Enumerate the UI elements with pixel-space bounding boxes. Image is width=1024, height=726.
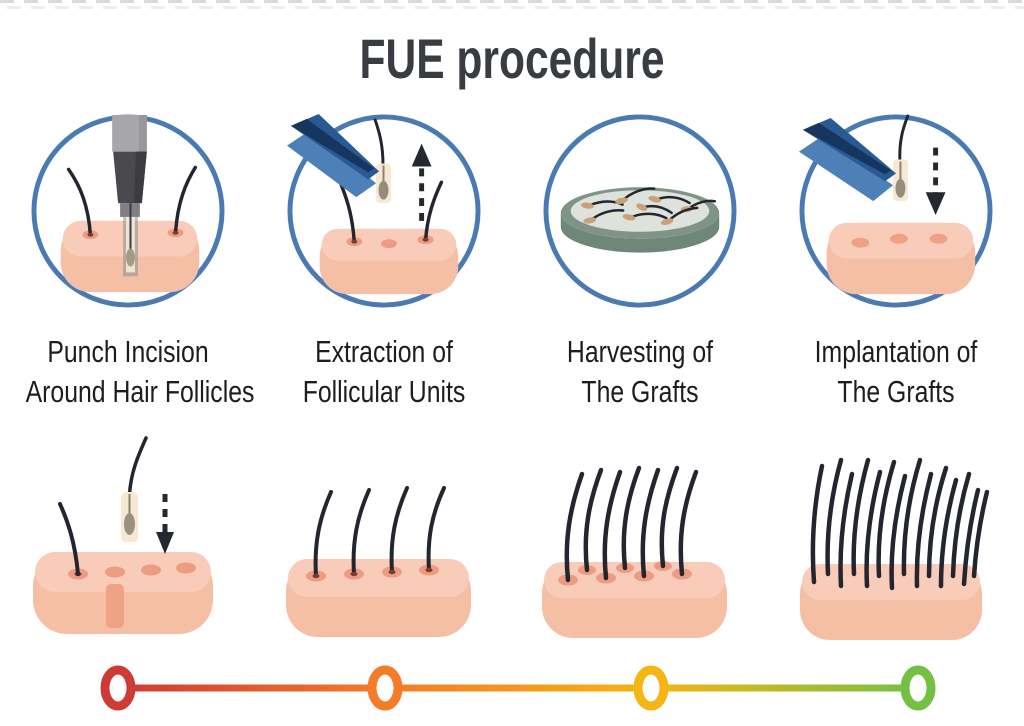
- growing-hairs: [313, 486, 446, 578]
- harvested-grafts: [581, 187, 717, 226]
- stage-1: [0, 424, 256, 654]
- skin-block: [826, 222, 976, 295]
- punch-incision-icon: [31, 114, 225, 308]
- step-label-3: Harvesting of The Grafts: [512, 332, 768, 412]
- tweezers-icon: [798, 117, 896, 202]
- tweezers-icon: [286, 113, 380, 198]
- step-label-line1: Harvesting of: [566, 334, 714, 369]
- stage-4: [768, 424, 1024, 654]
- step-circles-row: [0, 112, 1024, 310]
- page-title: FUE procedure: [359, 27, 665, 90]
- timeline-marker-1: [100, 665, 136, 711]
- top-dashed-border: [0, 0, 1024, 10]
- step-circle-1: [0, 112, 256, 310]
- stage-3: [512, 424, 768, 654]
- petri-dish-grafts-icon: [543, 114, 737, 308]
- step-circle-4: [768, 112, 1024, 310]
- step-label-line2: Around Hair Follicles: [25, 374, 255, 409]
- step-label-line1: Implantation of: [814, 334, 978, 369]
- stage-mid-growth-illustration: [542, 465, 727, 638]
- dense-hairs: [810, 457, 990, 591]
- hair-follicles: [339, 180, 444, 249]
- step-label-line2: The Grafts: [837, 374, 955, 409]
- implanted-graft: [893, 114, 910, 202]
- graft-unit: [121, 436, 148, 542]
- step-label-line2: The Grafts: [581, 374, 699, 409]
- stage-2: [256, 424, 512, 654]
- existing-hair: [58, 502, 80, 576]
- stage-early-growth-illustration: [286, 486, 471, 637]
- timeline-marker-3: [633, 665, 669, 711]
- step-label-line1: Extraction of: [315, 334, 453, 369]
- timeline-gradient-line: [100, 665, 936, 711]
- skin-block: [542, 562, 727, 638]
- punch-tool-icon: [112, 114, 147, 277]
- hair-exit-dots: [312, 567, 433, 579]
- up-arrow-icon: [411, 143, 432, 221]
- extracted-graft: [373, 118, 391, 204]
- down-arrow-icon: [156, 494, 174, 554]
- timeline-marker-4: [900, 665, 936, 711]
- timeline-marker-2: [367, 665, 403, 711]
- hair-follicles: [66, 165, 198, 240]
- implantation-tweezers-icon: [798, 114, 993, 308]
- extraction-tweezers-icon: [286, 113, 481, 308]
- step-label-4: Implantation of The Grafts: [768, 332, 1024, 412]
- step-labels-row: Punch Incision Around Hair Follicles Ext…: [0, 332, 1024, 412]
- skin-block: [319, 228, 459, 295]
- growth-stages-row: [0, 424, 1024, 654]
- step-label-line1: Punch Incision: [47, 334, 209, 369]
- stage-full-growth-illustration: [800, 457, 990, 640]
- down-arrow-icon: [925, 147, 946, 215]
- incision-channel: [106, 584, 124, 628]
- step-label-2: Extraction of Follicular Units: [256, 332, 512, 412]
- step-circle-3: [512, 112, 768, 310]
- step-circle-2: [256, 112, 512, 310]
- stage-graft-placement-illustration: [33, 436, 213, 634]
- step-label-line2: Follicular Units: [302, 374, 466, 409]
- progress-timeline: [0, 654, 1024, 720]
- incision-holes: [851, 233, 948, 248]
- growing-hairs: [564, 465, 699, 583]
- step-label-1: Punch Incision Around Hair Follicles: [0, 332, 256, 412]
